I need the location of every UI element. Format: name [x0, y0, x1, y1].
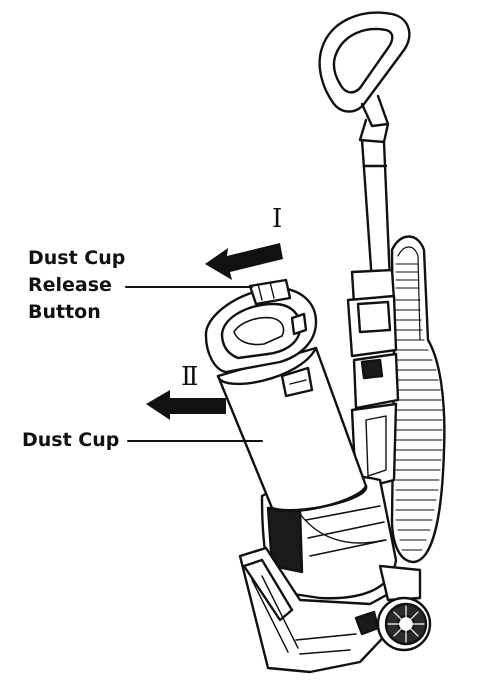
release-button-label-line1: Dust Cup: [28, 247, 126, 269]
dust-cup-label: Dust Cup: [22, 429, 120, 451]
floor-nozzle: [238, 546, 422, 674]
handle-grip: [318, 11, 411, 144]
handle-wand: [360, 138, 392, 284]
release-button-label-line2: Release: [28, 274, 112, 296]
vacuum-body: [346, 268, 400, 492]
step-2-numeral: II: [181, 362, 198, 392]
arrow-step-1: [205, 243, 283, 280]
step-1-numeral: I: [272, 204, 283, 234]
hose: [390, 235, 446, 564]
rear-wheel: [376, 596, 432, 652]
dust-cup: [204, 278, 368, 513]
release-button-label-line3: Button: [28, 301, 101, 323]
arrow-step-2: [146, 390, 226, 420]
